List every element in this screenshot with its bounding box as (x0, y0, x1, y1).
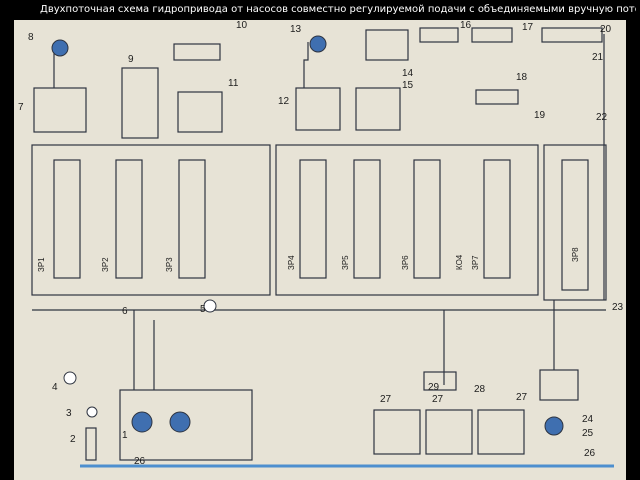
callout-number: 7 (18, 102, 24, 113)
valve-label: ЗР7 (471, 255, 480, 270)
callout-number: 10 (236, 20, 248, 31)
callout-number: 26 (134, 456, 146, 467)
valve-label: ЗР8 (571, 247, 580, 262)
callout-number: 2 (70, 434, 76, 445)
callout-number: 27 (380, 394, 392, 405)
callout-number: 19 (534, 110, 546, 121)
valve-label: ЗР2 (101, 257, 110, 272)
check-valve-groups (33, 87, 401, 133)
valve-label: ЗР6 (401, 255, 410, 270)
pump-station-frame (119, 389, 253, 461)
callout-number: 3 (66, 408, 72, 419)
callout-number: 22 (596, 112, 608, 123)
filter-2 (85, 427, 97, 461)
distributor-valves (53, 159, 589, 291)
gauge-icons (63, 299, 217, 418)
valve-label: КО4 (455, 254, 464, 270)
callout-number: 11 (228, 78, 239, 89)
valve-block-left (31, 144, 271, 296)
filter-blocks (373, 369, 579, 455)
callout-number: 23 (612, 302, 624, 313)
callout-number: 17 (522, 22, 534, 33)
callout-number: 27 (516, 392, 528, 403)
callout-number: 8 (28, 32, 34, 43)
callout-number: 14 (402, 68, 414, 79)
callout-number: 29 (428, 382, 440, 393)
callout-number: 15 (402, 80, 414, 91)
callout-number: 5 (200, 304, 206, 315)
callout-number: 18 (516, 72, 528, 83)
callout-number: 16 (460, 20, 472, 31)
callout-number: 9 (128, 54, 134, 65)
slide-title: Двухпоточная схема гидропривода от насос… (40, 4, 636, 15)
valve-label: ЗР4 (287, 255, 296, 270)
callout-number: 20 (600, 24, 612, 35)
callout-number: 13 (290, 24, 302, 35)
valve-label: ЗР1 (37, 257, 46, 272)
callout-number: 6 (122, 306, 128, 317)
valve-block-right (543, 144, 607, 301)
callout-number: 21 (592, 52, 604, 63)
valve-block-middle (275, 144, 539, 296)
callout-number: 26 (584, 448, 596, 459)
callout-number: 1 (122, 430, 128, 441)
pump-icons (51, 35, 564, 436)
valve-label: ЗР5 (341, 255, 350, 270)
callout-number: 24 (582, 414, 594, 425)
callout-number: 12 (278, 96, 290, 107)
hydraulic-cylinders (121, 27, 603, 139)
callout-number: 27 (432, 394, 444, 405)
callout-number: 28 (474, 384, 486, 395)
callout-number: 25 (582, 428, 594, 439)
callout-number: 4 (52, 382, 58, 393)
valve-label: ЗР3 (165, 257, 174, 272)
valve-labels: ЗР1 ЗР2 ЗР3 ЗР4 ЗР5 ЗР6 КО4 ЗР7 ЗР8 (37, 247, 580, 272)
